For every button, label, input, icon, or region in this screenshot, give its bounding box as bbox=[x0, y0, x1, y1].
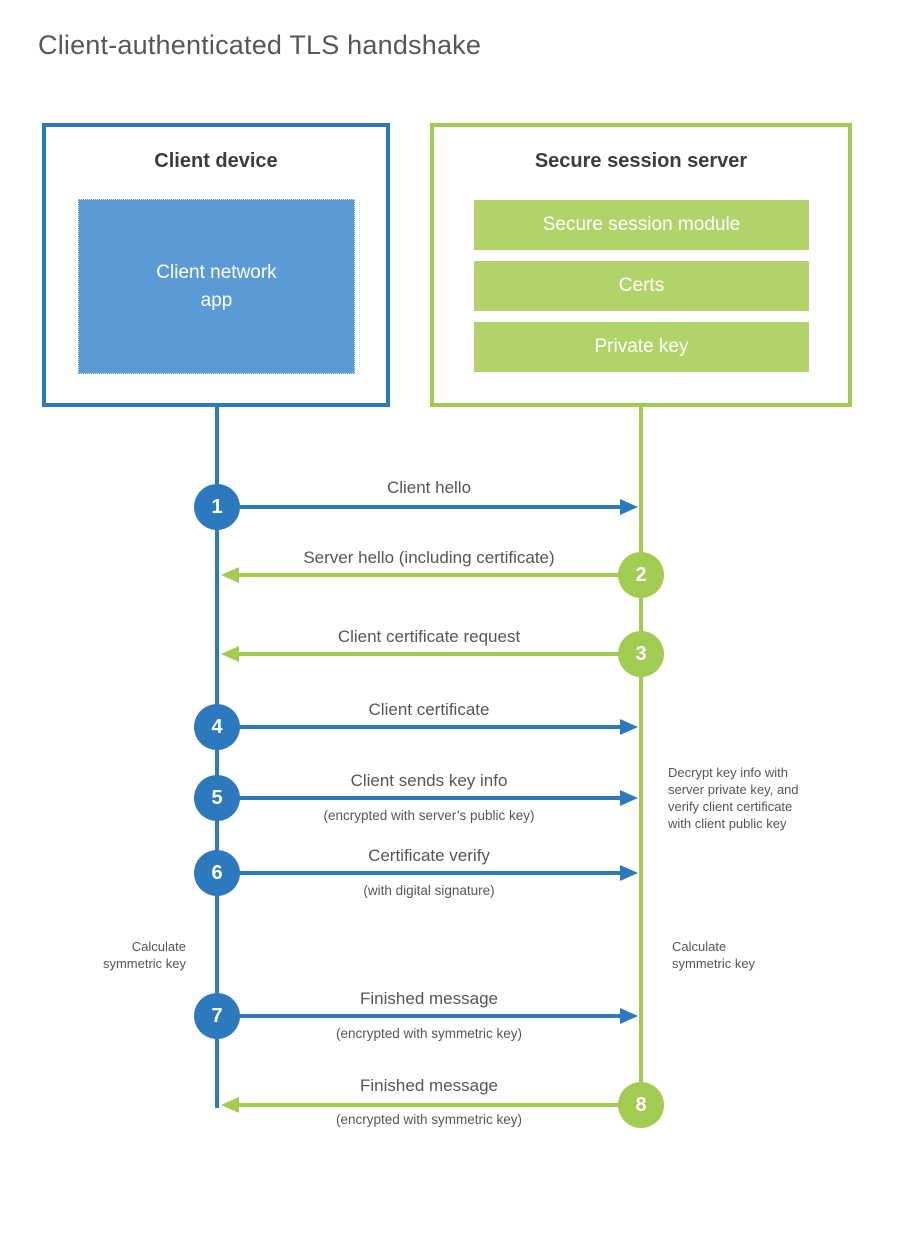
message-label-6: Certificate verify bbox=[368, 846, 490, 865]
client-calculate-key-note: Calculate symmetric key bbox=[102, 939, 186, 971]
message-arrow-3 bbox=[239, 652, 641, 656]
message-arrow-2 bbox=[239, 573, 641, 577]
message-arrow-7 bbox=[217, 1014, 620, 1018]
message-arrow-5 bbox=[217, 796, 620, 800]
server-lifeline bbox=[639, 404, 643, 1128]
arrow-head-right-icon bbox=[620, 499, 638, 515]
arrow-head-left-icon bbox=[221, 646, 239, 662]
server-module-bar: Secure session module bbox=[474, 200, 809, 250]
arrow-head-right-icon bbox=[620, 1008, 638, 1024]
arrow-head-right-icon bbox=[620, 790, 638, 806]
step-circle-6: 6 bbox=[194, 850, 240, 896]
message-label-7: Finished message bbox=[360, 989, 498, 1008]
message-arrow-8 bbox=[239, 1103, 641, 1107]
message-label-3: Client certificate request bbox=[337, 627, 521, 646]
message-label-8: Finished message bbox=[360, 1076, 498, 1095]
diagram-title: Client-authenticated TLS handshake bbox=[38, 30, 482, 60]
secure-session-server-title: Secure session server bbox=[534, 150, 748, 172]
message-label-2: Server hello (including certificate) bbox=[303, 548, 555, 567]
message-label-5: Client sends key info bbox=[350, 771, 508, 790]
step-circle-8: 8 bbox=[618, 1082, 664, 1128]
client-lifeline bbox=[215, 404, 219, 1108]
message-sublabel-8: (encrypted with symmetric key) bbox=[335, 1112, 523, 1127]
step-circle-7: 7 bbox=[194, 993, 240, 1039]
step-circle-5: 5 bbox=[194, 775, 240, 821]
message-label-4: Client certificate bbox=[368, 700, 490, 719]
arrow-head-left-icon bbox=[221, 1097, 239, 1113]
arrow-head-right-icon bbox=[620, 865, 638, 881]
client-network-app-box: Client network app bbox=[78, 199, 355, 374]
message-label-1: Client hello bbox=[386, 478, 472, 497]
step-circle-4: 4 bbox=[194, 704, 240, 750]
step-circle-3: 3 bbox=[618, 631, 664, 677]
step-circle-2: 2 bbox=[618, 552, 664, 598]
message-sublabel-6: (with digital signature) bbox=[363, 883, 495, 898]
server-certs-bar: Certs bbox=[474, 261, 809, 311]
message-sublabel-7: (encrypted with symmetric key) bbox=[335, 1026, 523, 1041]
client-device-title: Client device bbox=[154, 150, 278, 172]
step-circle-1: 1 bbox=[194, 484, 240, 530]
message-arrow-1 bbox=[217, 505, 620, 509]
message-sublabel-5: (encrypted with server’s public key) bbox=[323, 808, 535, 823]
server-decrypt-note: Decrypt key info with server private key… bbox=[668, 765, 799, 831]
arrow-head-right-icon bbox=[620, 719, 638, 735]
arrow-head-left-icon bbox=[221, 567, 239, 583]
message-arrow-6 bbox=[217, 871, 620, 875]
server-private-key-bar: Private key bbox=[474, 322, 809, 372]
message-arrow-4 bbox=[217, 725, 620, 729]
server-calculate-key-note: Calculate symmetric key bbox=[672, 939, 756, 971]
